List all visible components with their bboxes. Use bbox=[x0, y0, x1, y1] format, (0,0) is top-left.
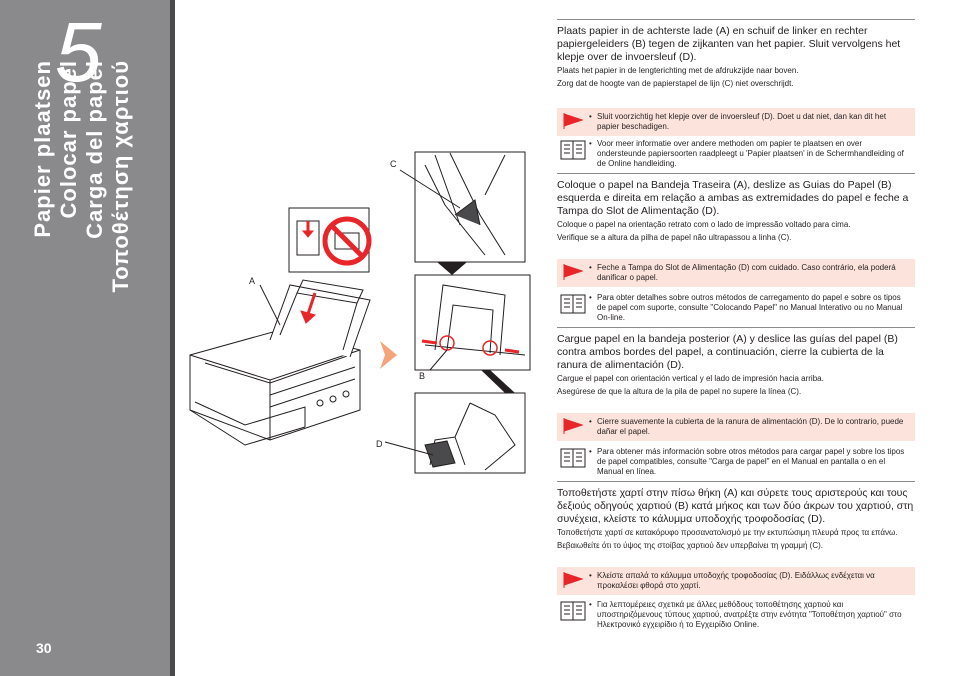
manual-book-icon bbox=[560, 140, 586, 160]
instruction-main: Τοποθετήστε χαρτί στην πίσω θήκη (A) και… bbox=[557, 487, 914, 525]
title-es: Carga del papel bbox=[82, 60, 107, 239]
instruction-sub: Cargue el papel con orientación vertical… bbox=[557, 374, 824, 383]
manual-book-icon bbox=[560, 601, 586, 621]
section-titles: Papier plaatsen Colocar papel Carga del … bbox=[30, 60, 134, 300]
step-number: 5 bbox=[55, 5, 102, 99]
caution-flag-icon bbox=[563, 418, 583, 434]
instruction-sub: Plaats het papier in de lengterichting m… bbox=[557, 66, 799, 75]
instruction-main: Plaats papier in de achterste lade (A) e… bbox=[557, 25, 901, 63]
caution-es: • Cierre suavemente la cubierta de la ra… bbox=[557, 413, 915, 441]
instruction-sub: Asegúrese de que la altura de la pila de… bbox=[557, 387, 802, 396]
instruction-sub: Βεβαιωθείτε ότι το ύψος της στοίβας χαρτ… bbox=[557, 541, 823, 550]
caution-el: • Κλείστε απαλά το κάλυμμα υποδοχής τροφ… bbox=[557, 567, 915, 595]
caution-text: Κλείστε απαλά το κάλυμμα υποδοχής τροφοδ… bbox=[597, 571, 875, 590]
caution-flag-icon bbox=[563, 113, 583, 129]
note-nl: • Voor meer informatie over andere metho… bbox=[557, 137, 915, 171]
caution-text: Cierre suavemente la cubierta de la ranu… bbox=[597, 417, 904, 436]
instruction-sub: Zorg dat de hoogte van de papierstapel d… bbox=[557, 79, 794, 88]
note-text: Para obter detalhes sobre outros métodos… bbox=[597, 293, 903, 322]
label-b: B bbox=[419, 371, 425, 381]
caution-nl: • Sluit voorzichtig het klepje over de i… bbox=[557, 108, 915, 136]
manual-book-icon bbox=[560, 294, 586, 314]
note-text: Para obtener más información sobre otros… bbox=[597, 447, 905, 476]
caution-pt: • Feche a Tampa do Slot de Alimentação (… bbox=[557, 259, 915, 287]
section-pt: Coloque o papel na Bandeja Traseira (A),… bbox=[557, 173, 915, 244]
sidebar bbox=[0, 0, 170, 676]
arrow-icon bbox=[380, 341, 397, 369]
note-text: Voor meer informatie over andere methode… bbox=[597, 139, 904, 168]
caution-flag-icon bbox=[563, 264, 583, 280]
caution-text: Feche a Tampa do Slot de Alimentação (D)… bbox=[597, 263, 896, 282]
instruction-sub: Verifique se a altura da pilha de papel … bbox=[557, 233, 792, 242]
section-nl: Plaats papier in de achterste lade (A) e… bbox=[557, 19, 915, 90]
title-nl: Papier plaatsen bbox=[30, 60, 55, 238]
caution-flag-icon bbox=[563, 572, 583, 588]
label-a: A bbox=[249, 276, 255, 286]
note-el: • Για λεπτομέρειες σχετικά με άλλες μεθό… bbox=[557, 598, 915, 632]
sidebar-edge bbox=[170, 0, 175, 676]
label-d: D bbox=[376, 439, 383, 449]
title-el: Τοποθέτηση χαρτιού bbox=[108, 60, 133, 293]
note-es: • Para obtener más información sobre otr… bbox=[557, 445, 915, 479]
printer-illustration: A C B D bbox=[189, 151, 531, 474]
section-es: Cargue papel en la bandeja posterior (A)… bbox=[557, 327, 915, 398]
instruction-sub: Coloque o papel na orientação retrato co… bbox=[557, 220, 851, 229]
instruction-main: Cargue papel en la bandeja posterior (A)… bbox=[557, 333, 898, 371]
page-number: 30 bbox=[36, 640, 52, 656]
section-el: Τοποθετήστε χαρτί στην πίσω θήκη (A) και… bbox=[557, 481, 915, 552]
caution-text: Sluit voorzichtig het klepje over de inv… bbox=[597, 112, 887, 131]
title-pt: Colocar papel bbox=[56, 60, 81, 219]
note-text: Για λεπτομέρειες σχετικά με άλλες μεθόδο… bbox=[597, 600, 902, 629]
instruction-main: Coloque o papel na Bandeja Traseira (A),… bbox=[557, 179, 909, 217]
label-c: C bbox=[390, 159, 397, 169]
note-pt: • Para obter detalhes sobre outros métod… bbox=[557, 291, 915, 325]
instruction-sub: Τοποθετήστε χαρτί σε κατακόρυφο προσανατ… bbox=[557, 528, 898, 537]
manual-book-icon bbox=[560, 448, 586, 468]
